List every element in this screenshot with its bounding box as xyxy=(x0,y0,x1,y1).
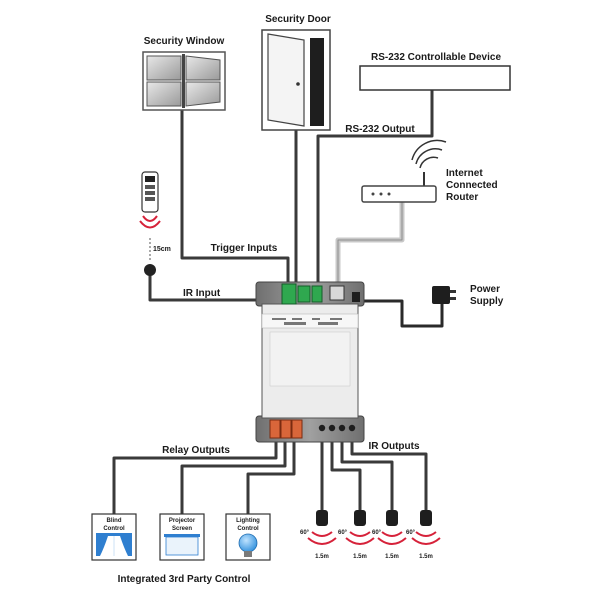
cables xyxy=(112,88,444,516)
ir-distance-label: 15cm xyxy=(153,246,171,253)
cable-ir-out-3 xyxy=(340,430,394,512)
power-port[interactable] xyxy=(352,292,360,302)
projector-label-1: Projector xyxy=(169,518,196,524)
controller-unit xyxy=(255,281,365,443)
ir-emitter-2-distance: 1.5m xyxy=(353,554,367,560)
ir-out-jack-2[interactable] xyxy=(328,424,336,432)
relay-terminal-1[interactable] xyxy=(269,419,281,439)
blind-control: Blind Control xyxy=(91,513,137,561)
security-door-label: Security Door xyxy=(265,14,331,25)
power-label-1: Power xyxy=(470,284,500,295)
cable-ir-out-2 xyxy=(330,430,362,512)
bulb-icon xyxy=(238,533,258,553)
projector-label-2: Screen xyxy=(172,526,192,532)
cable-rs232 xyxy=(316,88,434,284)
router-label-2: Connected xyxy=(446,180,498,191)
cable-relay-blind xyxy=(112,438,278,516)
rs232-terminal[interactable] xyxy=(311,285,323,303)
ir-input-label: IR Input xyxy=(183,288,221,299)
ir-emitter-1-distance: 1.5m xyxy=(315,554,329,560)
ir-emitter-4-angle: 60° xyxy=(406,530,416,536)
trigger-terminal-2[interactable] xyxy=(297,285,311,303)
cable-power xyxy=(362,299,444,328)
router-label-1: Internet xyxy=(446,168,483,179)
rs232-output-label: RS-232 Output xyxy=(345,124,415,135)
ir-emitter-3: 60° 1.5m xyxy=(372,510,407,560)
trigger-terminal-1[interactable] xyxy=(281,283,297,305)
trigger-inputs-label: Trigger Inputs xyxy=(211,243,278,254)
relay-terminal-3[interactable] xyxy=(291,419,303,439)
power-label-2: Supply xyxy=(470,296,504,307)
blind-label-1: Blind xyxy=(107,518,122,524)
security-door: Security Door xyxy=(261,14,331,131)
ir-emitter-3-angle: 60° xyxy=(372,530,382,536)
ir-emitter-4: 60° 1.5m xyxy=(406,510,441,560)
cable-ir-out-4 xyxy=(350,430,428,512)
ir-emitter-1: 60° 1.5m xyxy=(300,510,337,560)
ir-out-jack-4[interactable] xyxy=(348,424,356,432)
ir-outputs-label: IR Outputs xyxy=(368,441,420,452)
power-supply: Power Supply xyxy=(432,284,504,307)
ir-emitter-4-distance: 1.5m xyxy=(419,554,433,560)
cable-relay-projector xyxy=(180,438,287,516)
rs232-device-label: RS-232 Controllable Device xyxy=(371,52,501,63)
ir-emitter-2: 60° 1.5m xyxy=(338,510,375,560)
relay-outputs-label: Relay Outputs xyxy=(162,445,230,456)
ir-emitter-1-angle: 60° xyxy=(300,530,310,536)
ir-out-jack-1[interactable] xyxy=(318,424,326,432)
security-window-label: Security Window xyxy=(144,36,225,47)
blind-label-2: Control xyxy=(103,526,125,532)
ir-emitter-2-angle: 60° xyxy=(338,530,348,536)
rs232-device: RS-232 Controllable Device RS-232 Output xyxy=(345,52,511,135)
cable-window-trigger xyxy=(180,108,290,284)
cable-relay-lighting xyxy=(246,438,296,516)
cable-ir-input xyxy=(148,274,264,302)
security-window: Security Window xyxy=(142,36,226,111)
ir-receiver: 15cm IR Input Trigger Inputs xyxy=(139,171,278,299)
relay-terminal-2[interactable] xyxy=(280,419,292,439)
router-label-3: Router xyxy=(446,192,478,203)
ir-emitter-3-distance: 1.5m xyxy=(385,554,399,560)
lighting-label-1: Lighting xyxy=(236,518,260,524)
router: Internet Connected Router xyxy=(361,139,498,203)
lighting-label-2: Control xyxy=(237,526,259,532)
ir-out-jack-3[interactable] xyxy=(338,424,346,432)
third-party-label: Integrated 3rd Party Control xyxy=(118,574,251,585)
lighting-control: Lighting Control xyxy=(225,513,271,561)
cable-lan xyxy=(335,199,405,285)
lan-port[interactable] xyxy=(329,285,345,301)
cable-lan-outline xyxy=(337,201,403,283)
projector-screen: Projector Screen xyxy=(159,513,205,561)
